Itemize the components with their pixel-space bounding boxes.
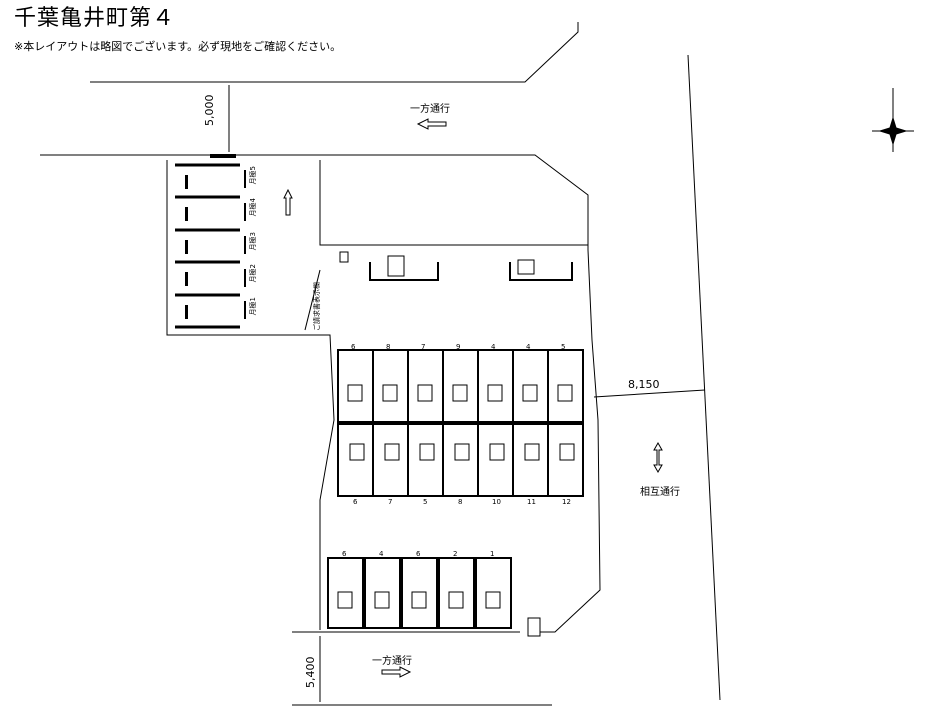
space-number: 1 [490, 550, 495, 558]
space-number: 5 [561, 343, 566, 351]
space-number: 4 [491, 343, 496, 351]
bottom-road-label: 一方通行 [372, 656, 412, 667]
monthly-space-label: 月極4 [249, 198, 257, 217]
monthly-space-label: 月極5 [249, 166, 257, 185]
space-number: 12 [562, 498, 571, 506]
space-number: 6 [351, 343, 356, 351]
monthly-space-label: 月極2 [249, 264, 257, 283]
monthly-space-label: 月極1 [249, 297, 257, 316]
space-number: 7 [388, 498, 393, 506]
space-number: 5 [423, 498, 428, 506]
lot-entry-arrow-icon [283, 188, 293, 216]
space-number: 10 [492, 498, 501, 506]
upper-lot-tag: ご請求書表示欄 [313, 282, 321, 331]
bottom-dimension-label: 5,400 [304, 656, 317, 689]
space-number: 4 [379, 550, 384, 558]
space-number: 6 [353, 498, 358, 506]
space-number: 8 [386, 343, 391, 351]
top-road-label: 一方通行 [410, 104, 450, 115]
north-arrow-icon [872, 88, 914, 152]
disclaimer-note: ※本レイアウトは略図でございます。必ず現地をご確認ください。 [14, 40, 342, 53]
space-number: 7 [421, 343, 426, 351]
right-road-label: 相互通行 [640, 487, 680, 498]
two-way-arrow-icon [653, 441, 663, 474]
space-number: 11 [527, 498, 536, 506]
space-number: 6 [342, 550, 347, 558]
space-number: 8 [458, 498, 463, 506]
space-number: 6 [416, 550, 421, 558]
space-number: 9 [456, 343, 461, 351]
page-title: 千葉亀井町第４ [14, 6, 176, 31]
one-way-arrow-top-icon [416, 118, 447, 130]
monthly-space-label: 月極3 [249, 232, 257, 251]
space-number: 4 [526, 343, 531, 351]
right-dimension-label: 8,150 [628, 378, 660, 391]
one-way-arrow-bottom-icon [381, 666, 412, 678]
top-dimension-label: 5,000 [203, 94, 216, 127]
space-number: 2 [453, 550, 458, 558]
